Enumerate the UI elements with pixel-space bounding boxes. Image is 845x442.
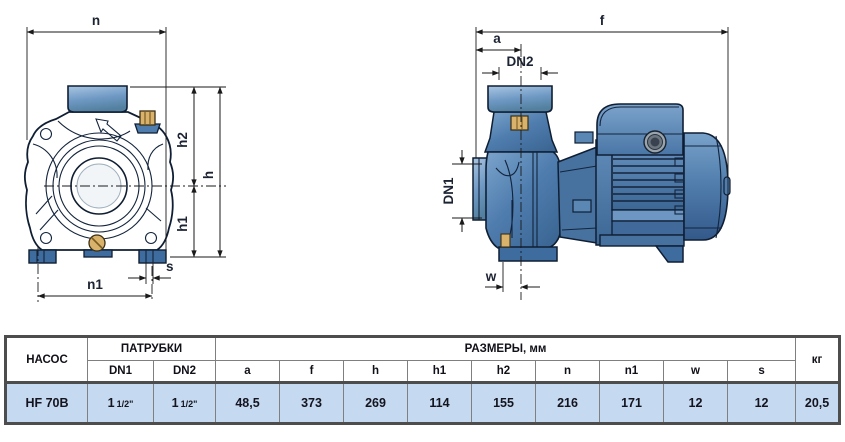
col-dn1: DN1 [87, 360, 154, 383]
col-h1: h1 [407, 360, 472, 383]
pump-front-body [23, 85, 175, 264]
bolt-hole [39, 231, 53, 245]
col-a: a [215, 360, 280, 383]
dim-label-dn2: DN2 [506, 54, 533, 69]
neck-plug [510, 115, 529, 131]
col-h2: h2 [471, 360, 536, 383]
cell-n: 216 [535, 381, 600, 424]
col-f: f [279, 360, 344, 383]
dim-label-f: f [600, 13, 605, 28]
pump-base-foot [498, 246, 558, 262]
cell-s: 12 [726, 381, 797, 424]
col-w: w [663, 360, 728, 383]
dim-label-h1: h1 [175, 216, 190, 232]
header-pump: НАСОС [5, 336, 88, 383]
bolt-hole [144, 231, 158, 245]
col-n1: n1 [599, 360, 664, 383]
col-dn2: DN2 [153, 360, 216, 383]
discharge-port [487, 85, 553, 113]
col-h: h [343, 360, 408, 383]
fill-plug [139, 110, 156, 126]
front-view-drawing: n h2 h1 h s n1 [23, 13, 226, 302]
motor-bracket [557, 131, 598, 244]
cell-h: 269 [343, 381, 408, 424]
col-n: n [535, 360, 600, 383]
dim-label-a: a [493, 31, 501, 46]
dim-label-h2: h2 [175, 132, 190, 148]
bolt-hole [39, 127, 53, 141]
dim-label-dn1: DN1 [441, 177, 456, 204]
dim-label-s: s [166, 259, 174, 274]
header-weight: кг [795, 336, 841, 383]
pump-drawings: n h2 h1 h s n1 [23, 13, 731, 302]
pump-feet [28, 249, 167, 264]
motor-foot [654, 245, 684, 263]
dim-label-n: n [92, 13, 100, 28]
cell-n1: 171 [599, 381, 664, 424]
rotation-arrow [95, 118, 122, 142]
side-view-drawing: f a DN2 DN1 w [441, 13, 731, 300]
cell-f: 373 [279, 381, 344, 424]
col-s: s [726, 360, 797, 383]
cell-w: 12 [663, 381, 728, 424]
cell-a: 48,5 [215, 381, 280, 424]
cell-h1: 114 [407, 381, 472, 424]
dim-label-n1: n1 [87, 277, 103, 292]
volute-drain-plug [500, 233, 511, 248]
cell-h2: 155 [471, 381, 536, 424]
fan-cover [674, 132, 731, 241]
terminal-box [596, 103, 684, 156]
cell-kg: 20,5 [795, 381, 841, 424]
header-dimensions: РАЗМЕРЫ, мм [214, 336, 797, 361]
pump-side-body [472, 85, 598, 262]
dim-label-w: w [485, 269, 497, 284]
top-port-front [67, 85, 128, 113]
spec-table: НАСОС ПАТРУБКИ РАЗМЕРЫ, мм кг DN1 DN2 a … [4, 335, 842, 425]
motor-assembly [595, 103, 731, 263]
front-dimensions: n h2 h1 h s n1 [26, 13, 226, 302]
cell-model: HF 70B [5, 381, 88, 424]
header-ports: ПАТРУБКИ [87, 336, 216, 361]
dim-label-h: h [201, 171, 216, 179]
side-dimensions: f a DN2 DN1 w [441, 13, 729, 300]
